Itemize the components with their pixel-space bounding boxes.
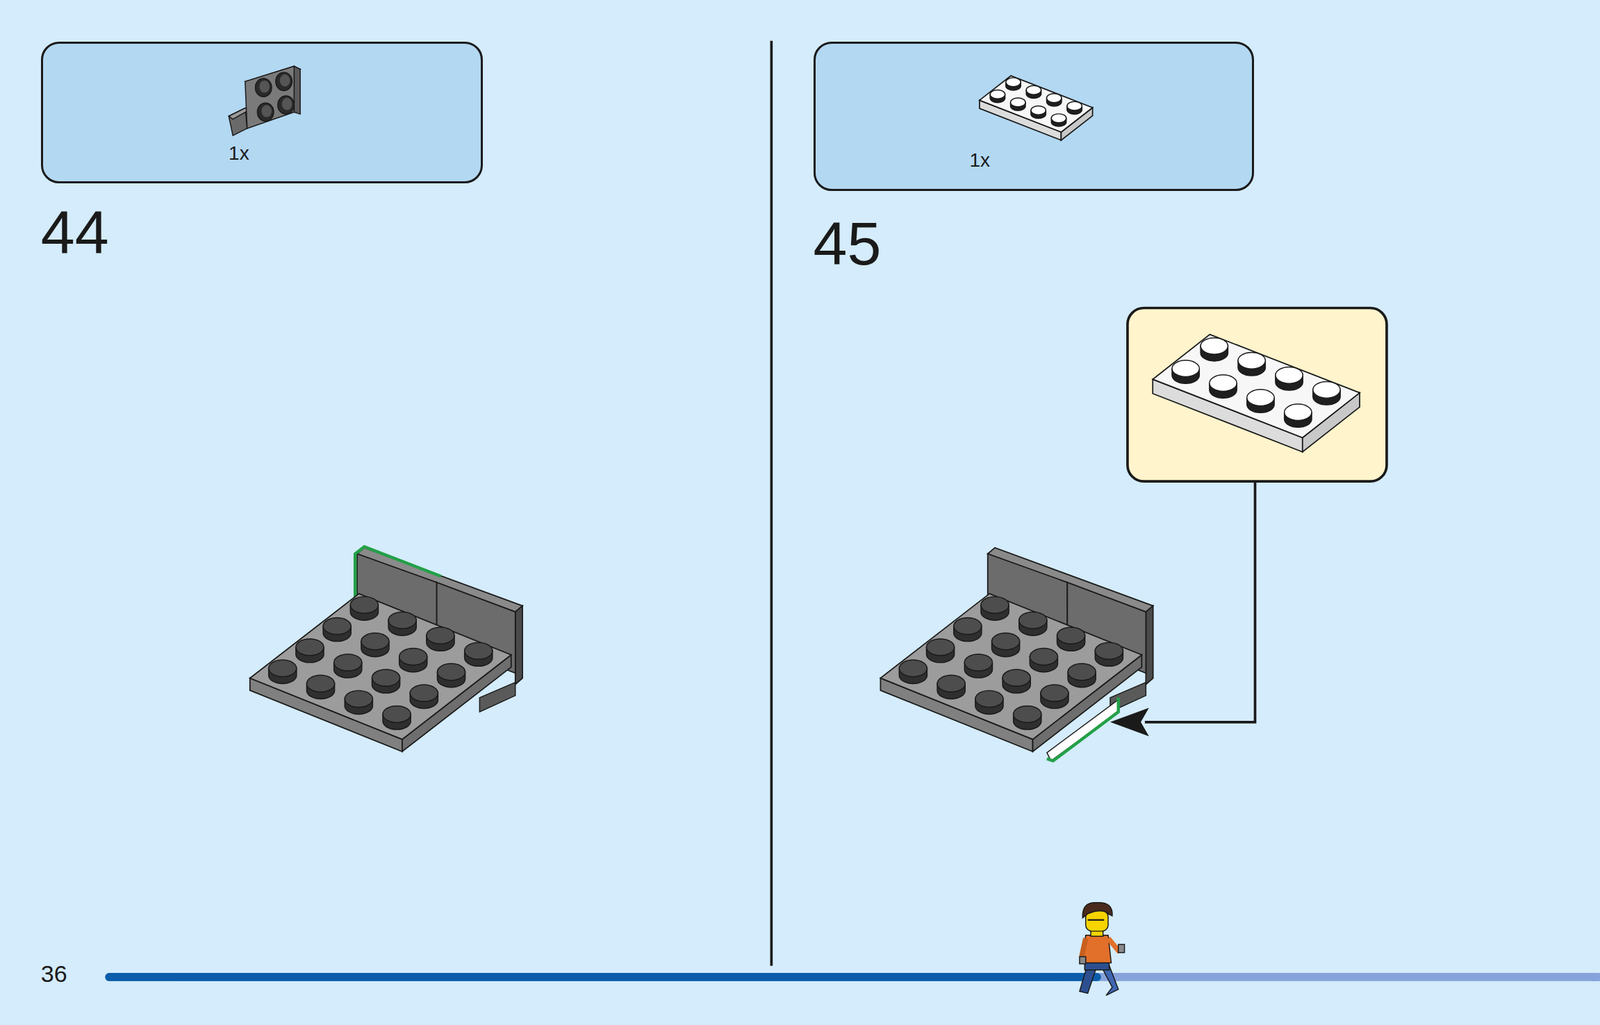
- minifigure: [1079, 903, 1125, 997]
- page-number: 36: [40, 962, 68, 986]
- step-number: 45: [813, 213, 882, 275]
- step-number: 44: [40, 202, 110, 264]
- progress-bar: [109, 976, 1600, 978]
- bed-model-step-45: [880, 548, 1153, 762]
- callout-box: [1127, 308, 1387, 483]
- part-quantity: 1x: [969, 150, 991, 171]
- bracket-part-icon: [43, 43, 485, 186]
- part-quantity: 1x: [228, 143, 250, 164]
- parts-list-box: 1x: [813, 41, 1255, 191]
- white-plate-2x4: [1152, 334, 1360, 453]
- plate-part-icon: [815, 43, 1257, 193]
- callout-leader: [1110, 481, 1256, 737]
- page-divider: [770, 40, 774, 967]
- parts-list-box: 1x: [40, 41, 483, 184]
- bed-model-step-44: [250, 546, 523, 752]
